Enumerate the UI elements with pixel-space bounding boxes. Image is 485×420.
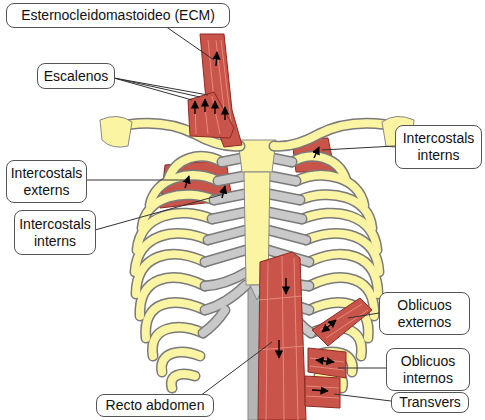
leader-line — [338, 368, 386, 369]
leader-line — [322, 146, 395, 150]
label-text: Esternocleidomastoideo (ECM) — [21, 7, 215, 24]
rectus-muscle — [258, 252, 306, 420]
label-box: Intercostals interns — [395, 125, 482, 169]
abdominal-muscles — [258, 252, 372, 420]
rib-outline — [135, 156, 222, 388]
muscle-fibres — [320, 304, 368, 338]
leader-line — [348, 313, 379, 318]
arrow — [285, 278, 286, 294]
muscle-fibres — [306, 386, 339, 398]
arrow — [314, 147, 319, 158]
arrow — [278, 340, 279, 358]
label-box: Oblicuos externos — [379, 292, 470, 335]
label-text: Recto abdomen — [106, 397, 205, 414]
arrow — [194, 101, 195, 114]
label-box: Recto abdomen — [96, 394, 214, 417]
arrow — [216, 52, 217, 66]
leader-line — [95, 194, 224, 230]
label-text: Intercostals externs — [11, 165, 83, 199]
label-box: Oblicuos internos — [386, 348, 470, 391]
label-text: Oblicuos externos — [384, 297, 465, 331]
arrow — [224, 107, 225, 120]
muscle-fibres — [259, 256, 304, 420]
label-box: Intercostals interns — [14, 210, 96, 255]
label-box: Escalenos — [37, 63, 115, 89]
label-text: Intercostals interns — [400, 130, 477, 164]
shoulder — [100, 116, 132, 147]
rib-bone — [292, 156, 379, 388]
internal-oblique — [308, 348, 346, 378]
leader-line — [334, 394, 391, 401]
label-box: Transvers — [391, 392, 469, 413]
arrow — [222, 186, 225, 198]
arrow — [214, 101, 215, 114]
action-arrows — [185, 52, 336, 391]
label-text: Escalenos — [44, 68, 109, 85]
arrow — [312, 390, 328, 391]
arrow — [185, 176, 189, 188]
muscle-fibres — [195, 96, 220, 134]
arrow — [204, 99, 205, 112]
leader-line — [86, 180, 186, 181]
leader-line — [165, 26, 214, 60]
external-oblique — [312, 298, 372, 346]
label-text: Oblicuos internos — [391, 353, 465, 387]
scalene-muscle — [188, 92, 234, 138]
transversus-muscle — [305, 376, 340, 408]
clavicles — [100, 116, 414, 147]
label-box: Intercostals externs — [6, 160, 87, 203]
rib-outline — [292, 156, 379, 388]
leader-lines — [86, 26, 395, 401]
rib-bone — [135, 156, 222, 388]
leader-line — [114, 78, 208, 100]
label-box: Esternocleidomastoideo (ECM) — [6, 3, 230, 28]
cartilage — [203, 158, 247, 333]
arrow — [316, 360, 334, 362]
leader-line — [200, 342, 272, 396]
label-text: Intercostals interns — [19, 216, 91, 250]
cartilage-outline — [203, 158, 247, 333]
neck-muscles — [188, 34, 242, 147]
arrow — [322, 320, 336, 332]
label-text: Transvers — [399, 394, 461, 411]
